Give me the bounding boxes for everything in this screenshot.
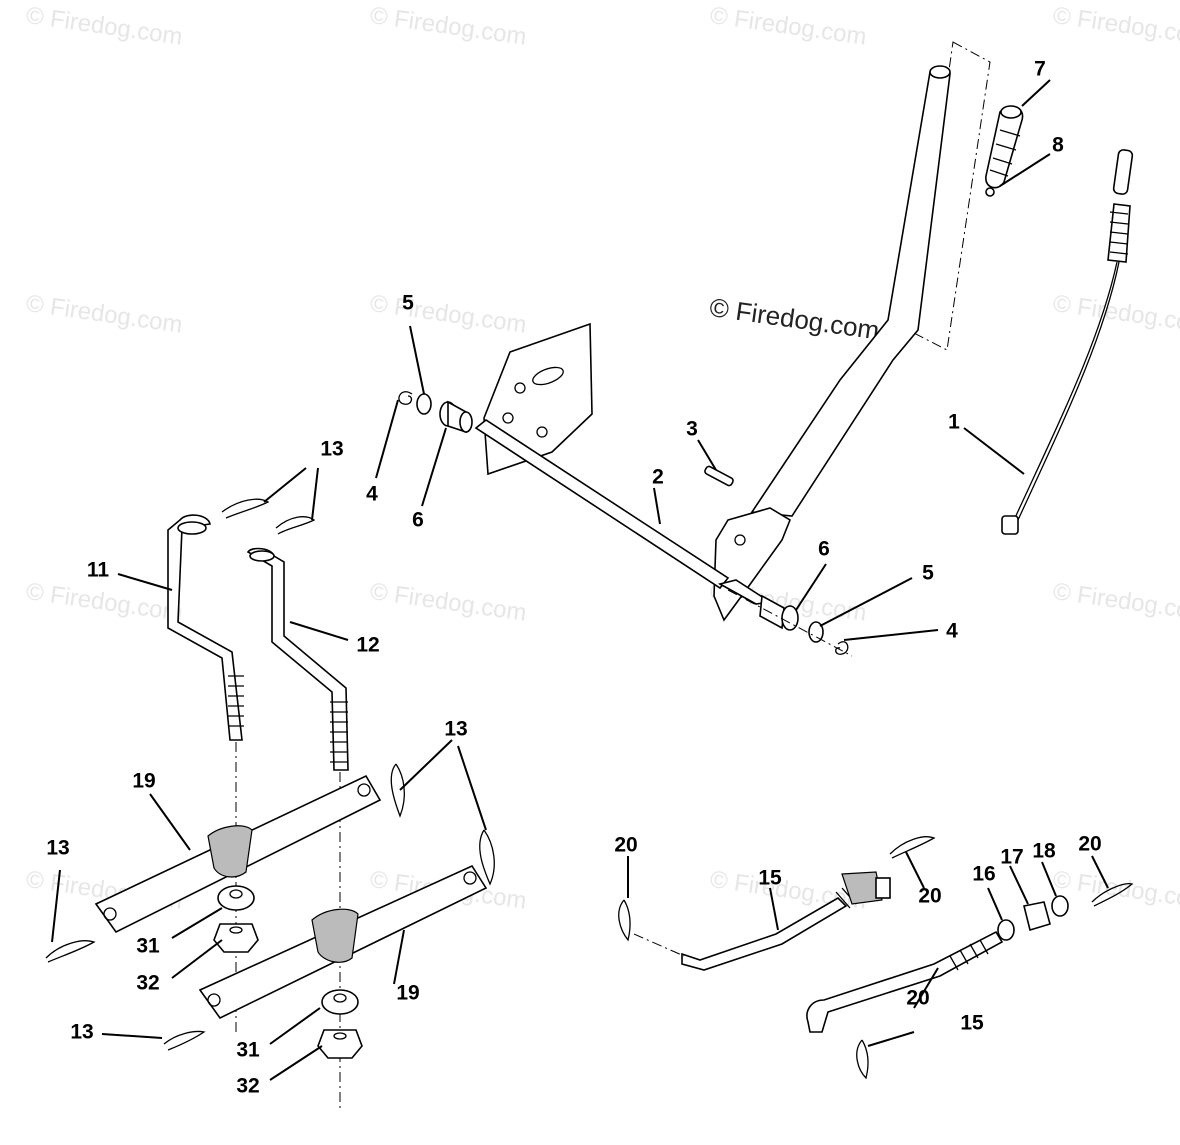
callout-20-left: 20 <box>614 833 638 857</box>
part-8 <box>985 187 995 197</box>
washer-5-right <box>808 621 824 643</box>
hitch-pin-13-pair <box>390 763 495 886</box>
callout-13-bottom: 13 <box>70 1020 94 1044</box>
leader-lines <box>51 79 1109 1081</box>
callout-2: 2 <box>652 465 664 489</box>
hair-pin-20-mid <box>889 836 936 859</box>
lift-link-11 <box>167 514 244 741</box>
cable-1 <box>1001 149 1134 535</box>
pin-3 <box>704 465 734 487</box>
callout-4-right: 4 <box>946 619 958 643</box>
callout-18: 18 <box>1032 839 1056 863</box>
callout-13-top: 13 <box>320 437 344 461</box>
nut-32-lower <box>317 1029 363 1059</box>
callout-13-left: 13 <box>46 836 70 860</box>
callout-15-lower: 15 <box>960 1011 984 1035</box>
hitch-pin-13-left <box>45 940 96 963</box>
handle-grip-outline <box>911 41 991 351</box>
callout-15-upper: 15 <box>758 866 782 890</box>
hitch-pin-13-bottom <box>163 1030 206 1051</box>
clip-4-right <box>835 641 849 655</box>
callout-6-right: 6 <box>818 537 830 561</box>
bushing-6-left <box>439 400 473 434</box>
lift-arm-19-upper <box>94 774 382 934</box>
callout-32-lower: 32 <box>236 1074 260 1098</box>
callout-5-left: 5 <box>402 291 414 315</box>
rod-15-lower <box>806 930 1004 1033</box>
hair-pin-20-left <box>618 899 631 942</box>
nut-32-upper <box>213 923 259 953</box>
shaft-2 <box>474 419 773 605</box>
nut-18 <box>1051 895 1069 917</box>
hitch-pin-13 <box>221 498 316 535</box>
callout-17: 17 <box>1000 845 1024 869</box>
callout-20-bottom: 20 <box>906 986 930 1010</box>
callout-5-right: 5 <box>922 561 934 585</box>
callout-32-upper: 32 <box>136 971 160 995</box>
grip-7 <box>985 105 1024 189</box>
hair-pin-20-bottom <box>856 1039 869 1080</box>
washer-31-upper <box>217 885 255 911</box>
washer-31-lower <box>321 989 359 1015</box>
callout-6-left: 6 <box>412 508 424 532</box>
washer-16 <box>997 919 1015 941</box>
bushing-6-right <box>759 594 799 631</box>
block-17 <box>1023 901 1051 932</box>
callout-12: 12 <box>356 633 380 657</box>
callout-19-upper: 19 <box>132 769 156 793</box>
callout-4-left: 4 <box>366 482 378 506</box>
washer-5-left <box>416 393 432 415</box>
callout-8: 8 <box>1052 133 1064 157</box>
lift-lever <box>713 65 951 622</box>
callout-19-lower: 19 <box>396 981 420 1005</box>
callout-13-mid: 13 <box>444 717 468 741</box>
callout-20-right: 20 <box>1078 832 1102 856</box>
callout-31-upper: 31 <box>136 934 160 958</box>
rod-15-upper <box>681 871 891 971</box>
callout-7: 7 <box>1034 57 1046 81</box>
hair-pin-20-right <box>1091 883 1134 907</box>
callout-20-mid: 20 <box>918 884 942 908</box>
callout-31-lower: 31 <box>236 1038 260 1062</box>
mounting-plate <box>483 322 593 476</box>
callout-1: 1 <box>948 410 960 434</box>
clip-4-left <box>398 391 413 405</box>
callout-16: 16 <box>972 862 996 886</box>
lift-link-12 <box>246 547 349 771</box>
lift-arm-19-lower <box>198 864 488 1020</box>
callout-3: 3 <box>686 417 698 441</box>
callout-11: 11 <box>86 558 110 582</box>
